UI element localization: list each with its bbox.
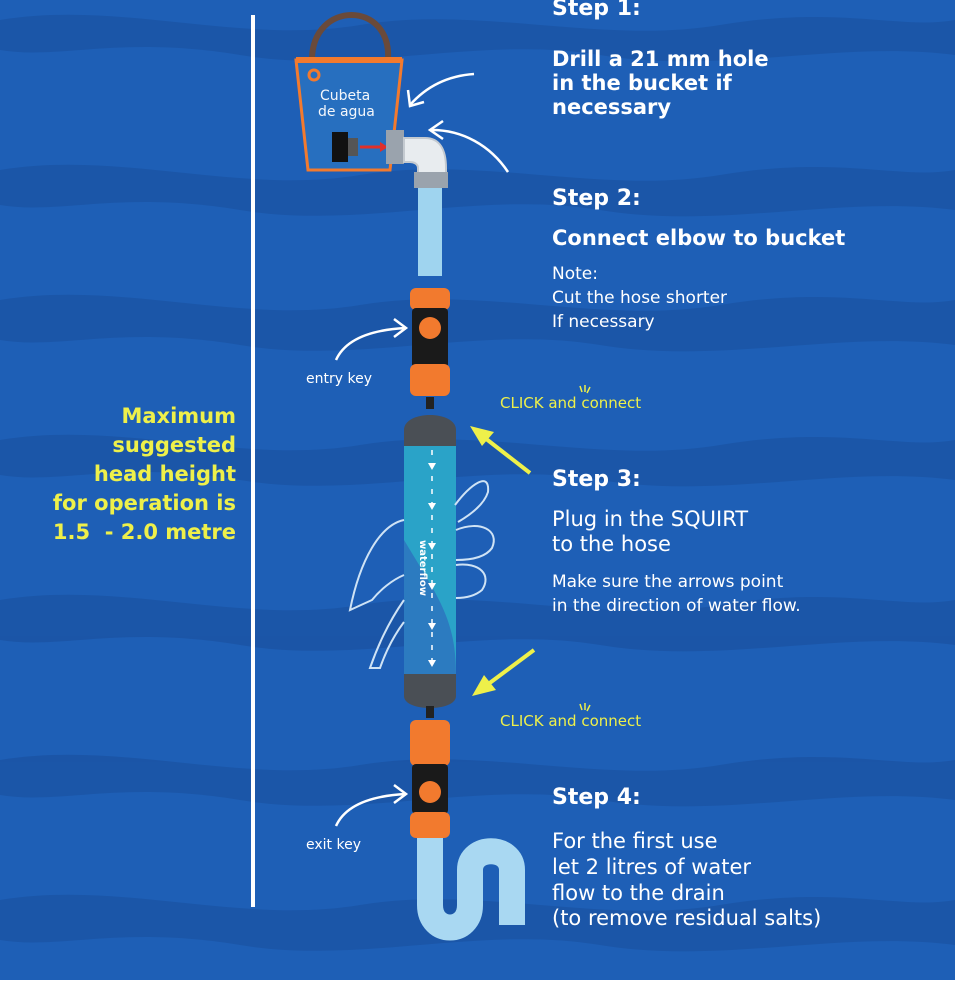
head-height-line3: head height: [93, 462, 236, 486]
step1-text-line1: Drill a 21 mm hole: [552, 47, 769, 71]
filter-brand-label: waterflow: [417, 540, 428, 597]
entry-key-connector: [410, 288, 450, 396]
head-height-line5: 1.5 - 2.0 metre: [52, 520, 236, 544]
head-height-callout: Maximum suggested head height for operat…: [40, 402, 236, 547]
hose-segment-top: [418, 188, 442, 276]
head-height-line4: for operation is: [52, 491, 236, 515]
head-height-line2: suggested: [112, 433, 236, 457]
drain-hose: [417, 838, 525, 941]
step3-heading: Step 3:: [552, 467, 641, 492]
step4-text-line4: (to remove residual salts): [552, 906, 822, 930]
step4-heading: Step 4:: [552, 785, 641, 810]
entry-key-label: entry key: [306, 371, 372, 387]
click-sparkle-icons: [579, 385, 591, 712]
pointer-arrows-white: [334, 72, 510, 827]
step2-note-line3: If necessary: [552, 312, 655, 332]
bucket-label-line1: Cubeta: [320, 88, 371, 104]
step3-note-line1: Make sure the arrows point: [552, 572, 784, 592]
exit-key-connector: [410, 720, 450, 838]
step2-note-line2: Cut the hose shorter: [552, 288, 728, 308]
elbow-connector: [386, 130, 448, 188]
step2-note-line1: Note:: [552, 264, 598, 284]
step4-text-line3: flow to the drain: [552, 881, 725, 905]
step2-heading: Step 2:: [552, 186, 641, 211]
bucket: [294, 12, 404, 172]
step1-heading: Step 1:: [552, 0, 641, 21]
step4-text-line2: let 2 litres of water: [552, 855, 752, 879]
bucket-label-line2: de agua: [318, 104, 375, 120]
exit-key-label: exit key: [306, 837, 361, 853]
pointer-arrows-yellow: [470, 426, 536, 696]
step3-text-line1: Plug in the SQUIRT: [552, 507, 749, 531]
step2-text: Connect elbow to bucket: [552, 226, 846, 250]
click-connect-bottom: CLICK and connect: [500, 712, 642, 730]
step1-text-line2: in the bucket if: [552, 71, 732, 95]
step3-note-line2: in the direction of water flow.: [552, 596, 801, 616]
step3-text-line2: to the hose: [552, 532, 671, 556]
step4-text-line1: For the first use: [552, 829, 718, 853]
head-height-line1: Maximum: [121, 404, 236, 428]
step1-text-line3: necessary: [552, 95, 672, 119]
click-connect-top: CLICK and connect: [500, 394, 642, 412]
squirt-filter: [404, 397, 456, 718]
hand-outline: [348, 480, 495, 669]
